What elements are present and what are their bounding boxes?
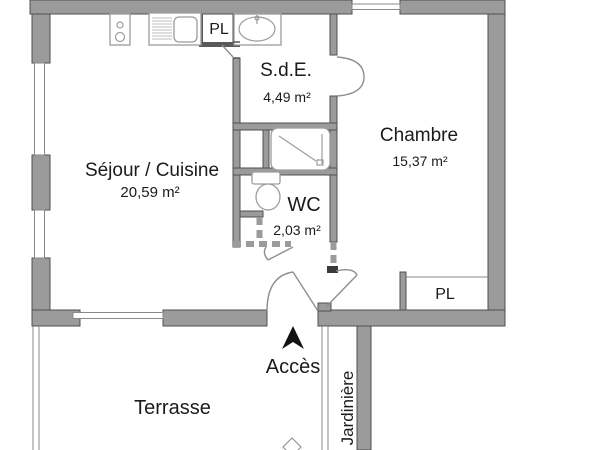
entrance-label: Accès bbox=[265, 356, 321, 378]
kitchen-sink-icon bbox=[148, 12, 202, 46]
terrace-label: Terrasse bbox=[134, 397, 211, 419]
window-left-2 bbox=[34, 209, 45, 259]
room-area-chambre: 15,37 m² bbox=[392, 153, 448, 169]
bathroom-bedroom-door bbox=[336, 56, 365, 78]
closet-label-kitchen: PL bbox=[209, 21, 229, 38]
door-hinge-block bbox=[327, 266, 338, 273]
room-label-sejour-cuisine: Séjour / Cuisine bbox=[84, 160, 220, 181]
room-label-chambre: Chambre bbox=[379, 125, 459, 146]
terrace-marker bbox=[282, 437, 302, 450]
room-area-sde: 4,49 m² bbox=[263, 89, 311, 105]
room-area-sejour-cuisine: 20,59 m² bbox=[120, 184, 180, 201]
access-arrow-icon bbox=[282, 326, 304, 349]
room-label-wc: WC bbox=[287, 194, 321, 216]
exterior-walls bbox=[29, 0, 506, 450]
doors bbox=[221, 41, 365, 312]
bedroom-door bbox=[325, 274, 358, 308]
window-left-1 bbox=[34, 62, 45, 156]
living-bathroom-door bbox=[221, 44, 234, 58]
wc-door bbox=[267, 246, 294, 261]
window-bedroom bbox=[351, 3, 401, 10]
entrance-door bbox=[292, 271, 319, 312]
shower-icon bbox=[270, 127, 331, 171]
washbasin-icon bbox=[233, 13, 282, 46]
terrace-lines bbox=[32, 326, 329, 450]
toilet-icon bbox=[251, 171, 281, 211]
stove-icon bbox=[109, 13, 131, 46]
room-area-wc: 2,03 m² bbox=[273, 222, 321, 238]
planter-label: Jardinière bbox=[338, 370, 357, 446]
closet-label-bedroom: PL bbox=[435, 286, 455, 303]
windows bbox=[34, 3, 401, 319]
room-label-sde: S.d.E. bbox=[260, 60, 312, 81]
bay-window-terrace bbox=[72, 312, 164, 319]
